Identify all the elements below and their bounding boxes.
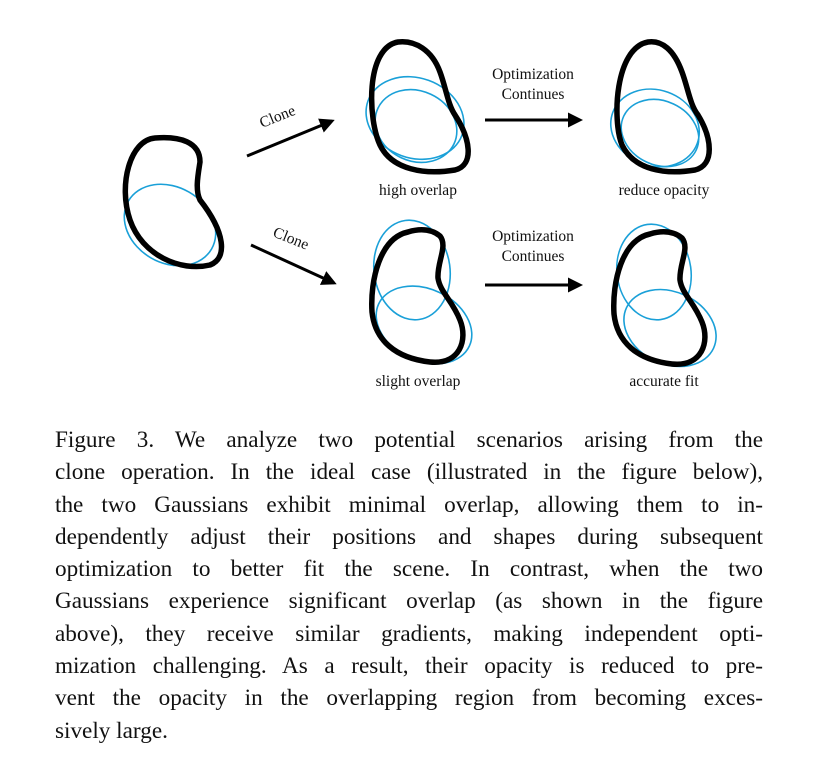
- high-overlap-gaussians: [365, 39, 471, 175]
- clone-arrow-bottom: Clone: [250, 224, 337, 285]
- optimization-label-top-2: Continues: [502, 86, 565, 103]
- reduce-opacity-gaussians: [609, 39, 712, 175]
- figure-3-diagram: Clone Clone Optimization Continues Optim…: [122, 39, 717, 390]
- caption-line: sively large.: [55, 717, 168, 744]
- caption-line: clone operation. In the ideal case (illu…: [55, 459, 763, 486]
- caption-line: Figure 3. We analyze two potential scena…: [55, 427, 763, 453]
- optimization-label-bottom-1: Optimization: [492, 228, 574, 245]
- caption-line: mization challenging. As a result, their…: [55, 653, 763, 680]
- caption-line: optimization to better fit the scene. In…: [55, 556, 763, 583]
- optimization-label-bottom-2: Continues: [502, 248, 565, 265]
- caption-line: the two Gaussians exhibit minimal overla…: [55, 491, 763, 518]
- optimization-label-top-1: Optimization: [492, 66, 574, 83]
- clone-label-bottom: Clone: [271, 224, 312, 254]
- label-reduce-opacity: reduce opacity: [619, 182, 710, 199]
- original-gaussian: [122, 134, 225, 270]
- caption-line: Gaussians experience significant overlap…: [55, 588, 763, 615]
- clone-label-top: Clone: [257, 102, 298, 132]
- caption-line: dependently adjust their positions and s…: [55, 523, 763, 550]
- clone-arrow-top: Clone: [246, 102, 335, 158]
- caption-line: above), they receive similar gradients, …: [55, 620, 763, 647]
- caption-line: vent the opacity in the overlapping regi…: [55, 685, 763, 712]
- label-high-overlap: high overlap: [379, 182, 457, 199]
- figure-caption: Figure 3. We analyze two potential scena…: [55, 424, 763, 747]
- accurate-fit-gaussians: [611, 223, 717, 368]
- slight-overlap-gaussians: [369, 219, 473, 365]
- label-accurate-fit: accurate fit: [629, 373, 699, 390]
- label-slight-overlap: slight overlap: [376, 373, 461, 390]
